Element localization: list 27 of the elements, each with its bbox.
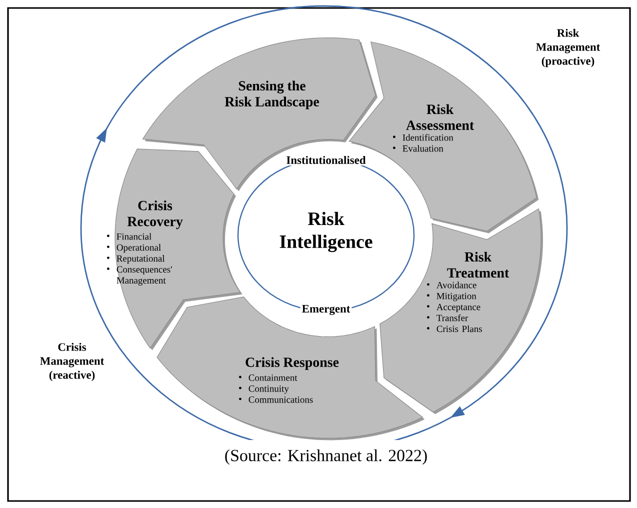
bullet-item: Crisis Plans: [436, 325, 482, 332]
segment-box: [380, 208, 543, 414]
bullet-item: Communications: [248, 396, 313, 403]
bullet-item: Reputational: [116, 255, 165, 264]
bullet-item: Avoidance: [436, 282, 476, 288]
bullet-item: Continuity: [248, 386, 289, 394]
caption: (Source: Krishnanet al. 2022): [225, 449, 427, 465]
segment-heading: Risk Treatment: [447, 252, 510, 278]
bullet-item: Mitigation: [436, 292, 476, 302]
ring-label: Institutionalised: [284, 154, 368, 166]
bullet-item: Consequences' Management: [116, 266, 172, 286]
bullet-item: Acceptance: [436, 304, 480, 312]
side-label: Crisis Management (reactive): [40, 342, 104, 382]
bullet-item: Operational: [116, 244, 161, 253]
segment-heading: Risk Assessment: [406, 104, 474, 130]
segment-heading: Sensing the Risk Landscape: [224, 80, 320, 110]
ring-label: Emergent: [300, 303, 352, 316]
bullet-item: Containment: [248, 374, 298, 381]
segment-heading: Risk Intelligence: [280, 212, 372, 252]
segment-heading: Crisis Recovery: [127, 200, 183, 230]
bullet-item: Financial: [116, 233, 152, 240]
bullet-item: Transfer: [436, 314, 468, 322]
bullet-item: Evaluation: [402, 145, 444, 152]
side-label: Risk Management (proactive): [536, 28, 600, 68]
segment-heading: Crisis Response: [246, 357, 339, 370]
bullet-item: Identification: [402, 134, 454, 141]
segment-box: [156, 296, 425, 440]
